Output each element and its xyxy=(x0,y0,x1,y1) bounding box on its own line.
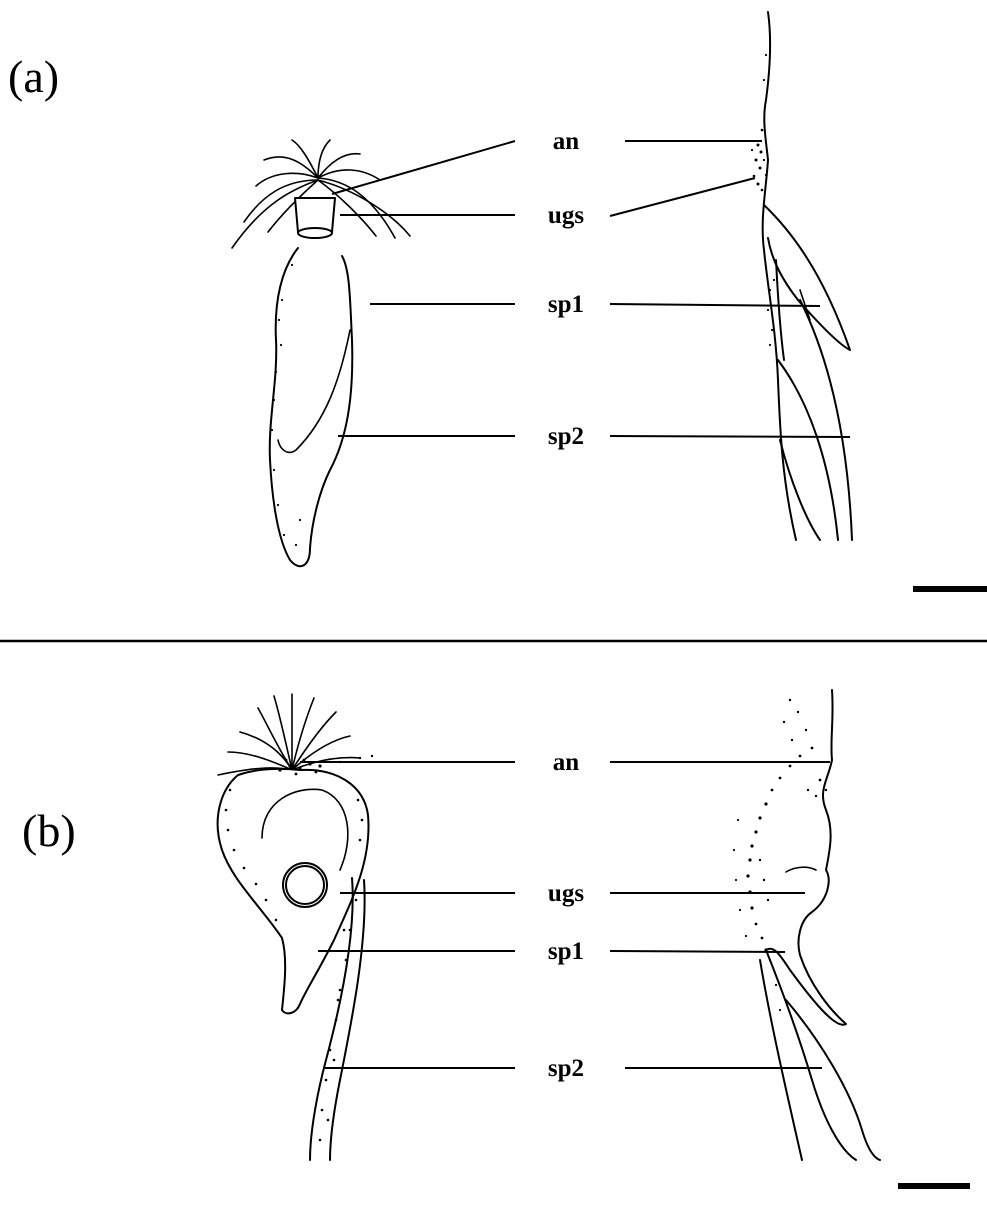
panel-b-term-an: an xyxy=(553,749,580,776)
panel-a-an-leader-left xyxy=(332,141,515,194)
panel-a-body xyxy=(270,248,353,566)
panel-a-sp1-leader-right xyxy=(610,304,820,306)
panel-b-sp1-leader-right xyxy=(610,951,785,952)
panel-a-term-an: an xyxy=(553,128,580,155)
panel-a-ventral-view xyxy=(232,140,410,566)
panel-a-sp2-leader-right xyxy=(610,436,850,437)
panel-b-lateral-view xyxy=(733,690,880,1160)
panel-a-term-sp1: sp1 xyxy=(548,291,584,318)
panel-b-term-sp1: sp1 xyxy=(548,938,584,965)
panel-b-term-ugs: ugs xyxy=(548,880,584,907)
panel-b-opening xyxy=(283,863,327,907)
panel-b-term-sp2: sp2 xyxy=(548,1055,584,1082)
panel-b-label: (b) xyxy=(22,805,76,856)
panel-a-ugs-leader-right xyxy=(610,178,755,216)
panel-b-ventral-view xyxy=(218,694,374,1160)
panel-b: (b) xyxy=(22,690,970,1186)
panel-a-term-sp2: sp2 xyxy=(548,423,584,450)
panel-a-lateral-view xyxy=(751,12,852,540)
panel-a: (a) xyxy=(8,12,987,589)
panel-a-term-ugs: ugs xyxy=(548,202,584,229)
panel-b-lateral-stipple xyxy=(733,699,827,1011)
panel-a-label: (a) xyxy=(8,51,59,102)
